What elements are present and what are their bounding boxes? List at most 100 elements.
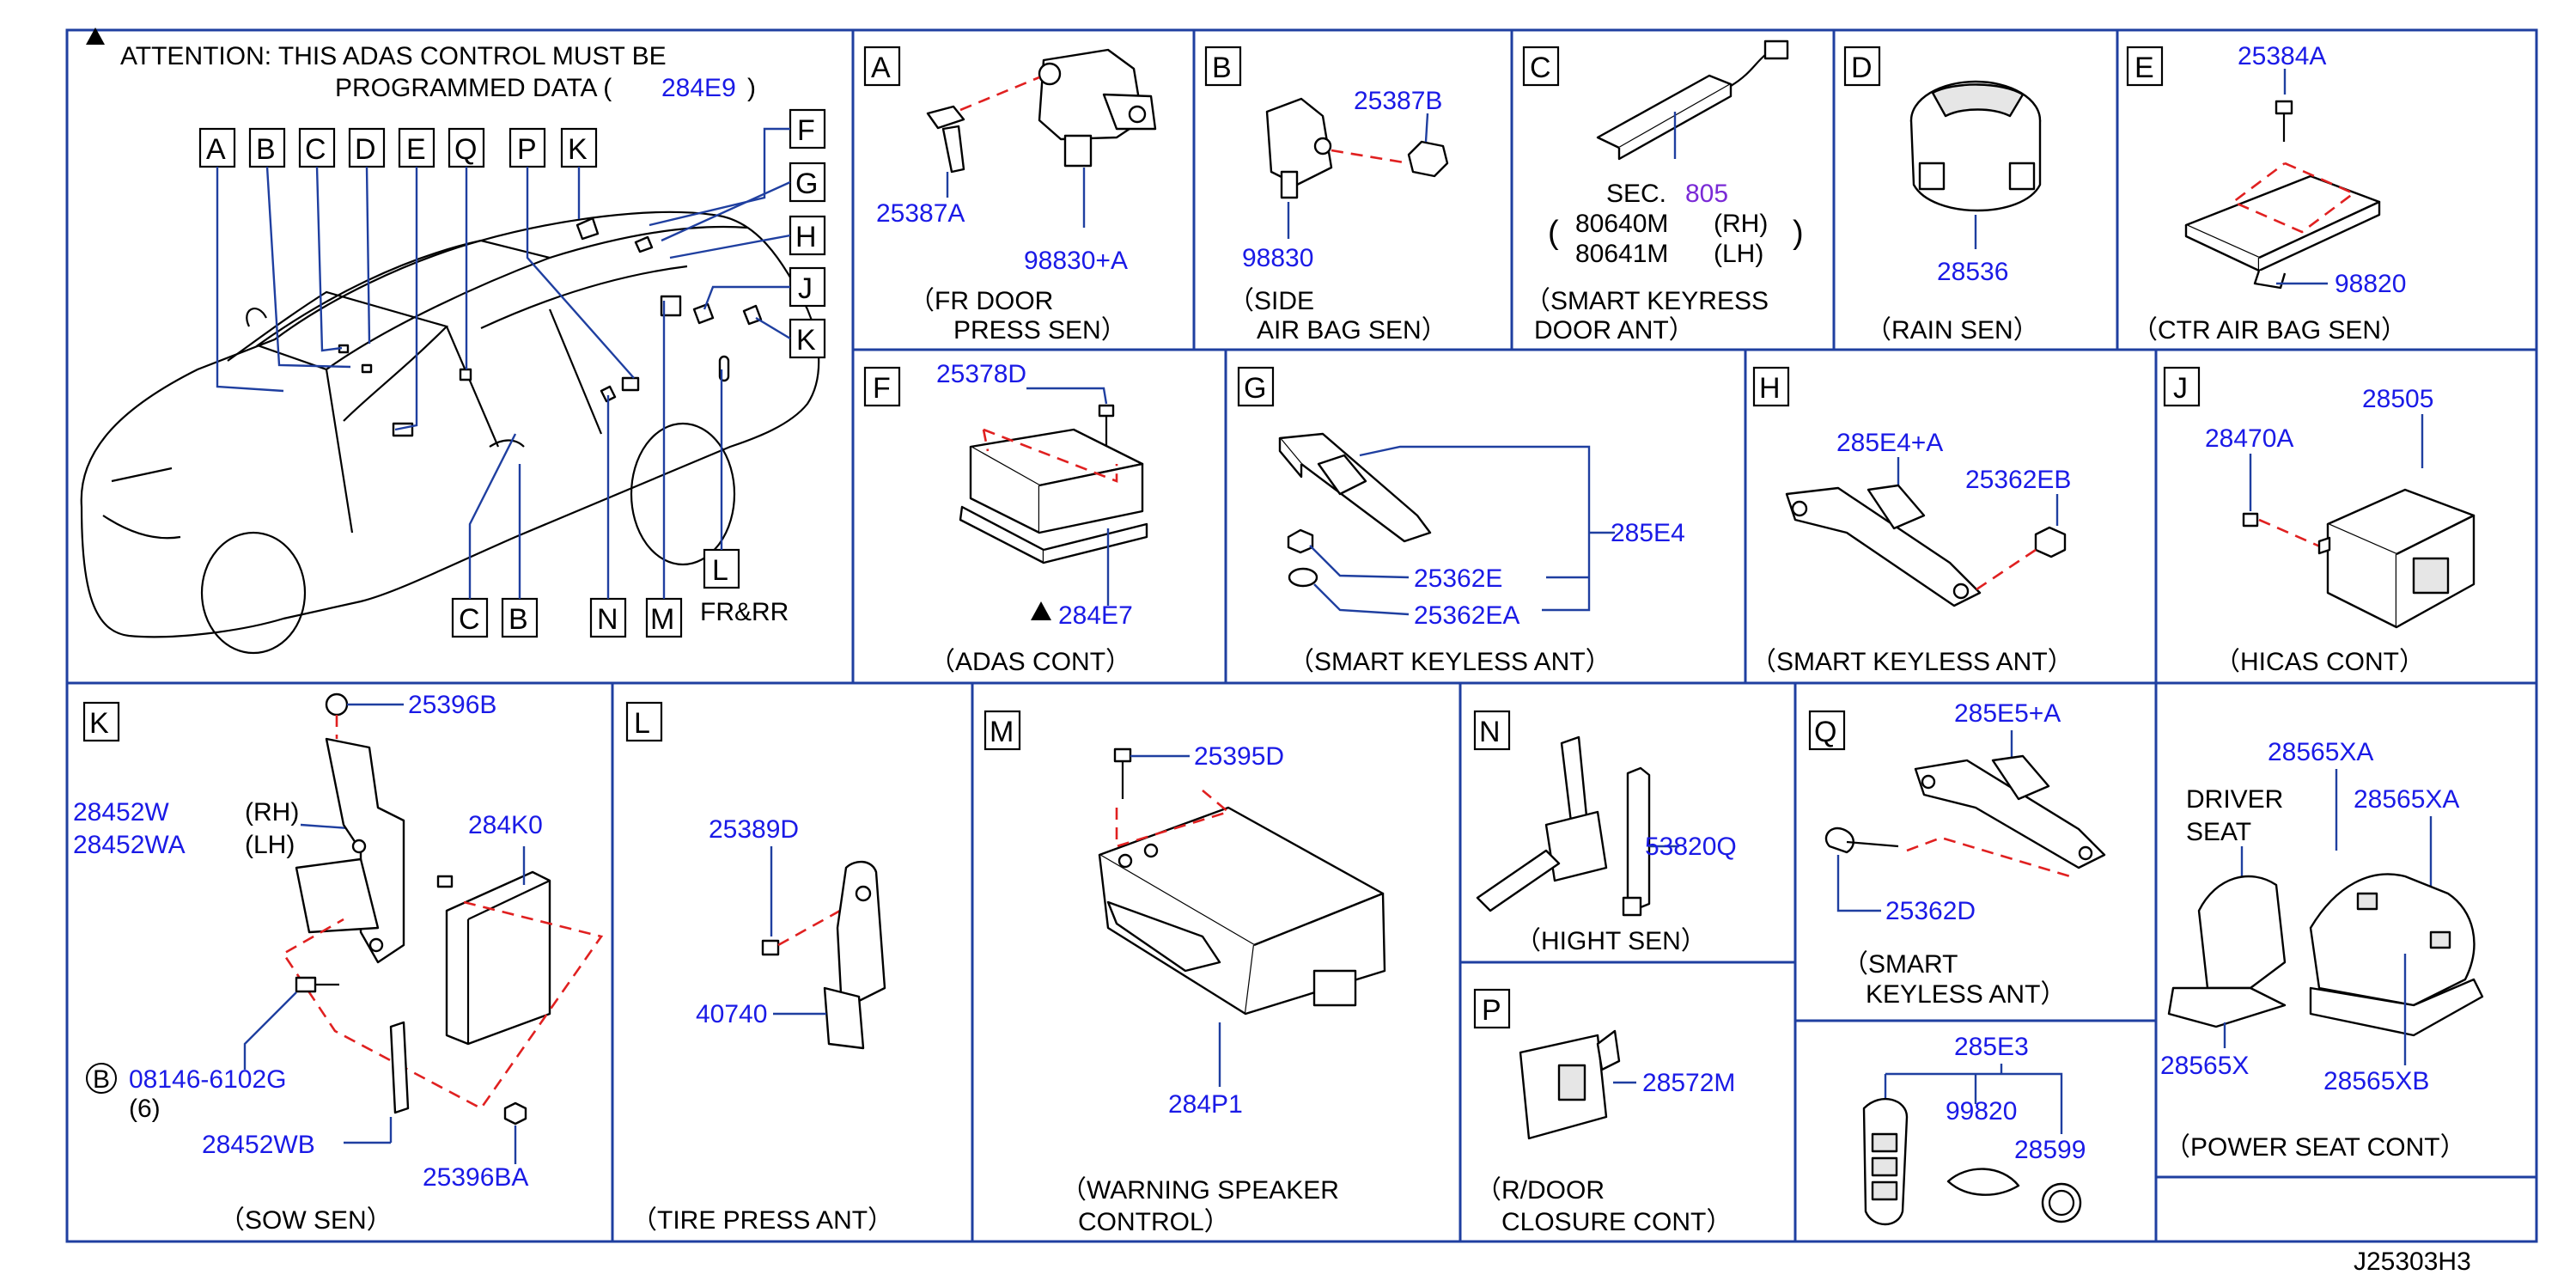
fr-rr-label: FR&RR bbox=[700, 598, 789, 626]
cell-caption: （SMART bbox=[1842, 950, 1958, 979]
callout-letter: H bbox=[795, 221, 817, 253]
cell-caption: （RAIN SEN） bbox=[1866, 316, 2039, 345]
overview-panel: ATTENTION: THIS ADAS CONTROL MUST BE PRO… bbox=[80, 27, 826, 655]
quantity-circle bbox=[86, 1063, 117, 1094]
cell-letter: C bbox=[1530, 52, 1551, 84]
part-number: 25396B bbox=[408, 691, 496, 719]
cell-letter: P bbox=[1482, 994, 1501, 1027]
part-number: 284E7 bbox=[1058, 601, 1133, 630]
callout-letter: N bbox=[597, 603, 618, 636]
part-number: 28565XA bbox=[2268, 738, 2373, 766]
attention-line1: ATTENTION: THIS ADAS CONTROL MUST BE bbox=[120, 42, 667, 70]
part-number: 98830 bbox=[1242, 244, 1313, 272]
cell-m-warning-speaker-control: M 25395D 284P1 （WARNING SPEAKER CONTROL） bbox=[984, 710, 1386, 1236]
callout-letter: B bbox=[509, 603, 528, 636]
cell-letter: K bbox=[89, 707, 109, 740]
callout-letter: L bbox=[712, 554, 728, 587]
section-label: SEC. bbox=[1606, 180, 1666, 208]
cell-caption: （SOW SEN） bbox=[219, 1206, 393, 1235]
part-number: 285E4 bbox=[1611, 519, 1685, 547]
cell-letter: Q bbox=[1814, 716, 1836, 748]
cell-caption: （HIGHT SEN） bbox=[1515, 927, 1707, 955]
cell-caption: （TIRE PRESS ANT） bbox=[631, 1206, 893, 1235]
part-number: 28572M bbox=[1642, 1069, 1735, 1097]
attention-line2: PROGRAMMED DATA ( bbox=[335, 74, 612, 102]
part-number: 28452WA bbox=[73, 831, 186, 859]
cell-letter: L bbox=[634, 707, 650, 740]
part-number: 25384A bbox=[2238, 42, 2326, 70]
cell-letter: H bbox=[1759, 372, 1781, 405]
cell-caption: CLOSURE CONT） bbox=[1501, 1208, 1732, 1236]
part-number: 28565XB bbox=[2323, 1067, 2429, 1095]
callout-letter: J bbox=[798, 272, 813, 305]
cell-letter: G bbox=[1244, 372, 1266, 405]
part-number: 28452WB bbox=[202, 1131, 315, 1159]
cell-caption: （SMART KEYLESS ANT） bbox=[1751, 648, 2074, 676]
callout-letter: K bbox=[796, 324, 816, 357]
cell-l-tire-press-ant: L 25389D 40740 （TIRE PRESS ANT） bbox=[625, 701, 893, 1235]
part-number: 28470A bbox=[2205, 424, 2293, 453]
callout-letter: Q bbox=[454, 133, 477, 166]
callout-letter: K bbox=[568, 133, 588, 166]
part-number: 80641M bbox=[1575, 240, 1668, 268]
part-number: 25378D bbox=[936, 360, 1026, 388]
part-number: 40740 bbox=[696, 1000, 767, 1028]
cell-n-hight-sen: N 53820Q （HIGHT SEN） bbox=[1473, 710, 1737, 955]
part-number: 25389D bbox=[709, 815, 799, 844]
cell-caption: （SIDE bbox=[1228, 287, 1314, 315]
callout-letter: E bbox=[406, 133, 426, 166]
part-number: 285E3 bbox=[1954, 1033, 2029, 1061]
cell-letter: A bbox=[871, 52, 891, 84]
cell-h-smart-keyless-ant: H 285E4+A 25362EB （SMART KEYLESS ANT） bbox=[1751, 366, 2074, 676]
cell-letter: B bbox=[1212, 52, 1232, 84]
part-number: 28565X bbox=[2160, 1052, 2249, 1080]
part-number: 28536 bbox=[1937, 258, 2008, 286]
cell-caption: （WARNING SPEAKER bbox=[1061, 1176, 1339, 1205]
cell-f-adas-cont: F 25378D 284E7 （ADAS CONT） bbox=[863, 360, 1148, 676]
part-number: 80640M bbox=[1575, 210, 1668, 238]
callout-letter: F bbox=[797, 114, 815, 147]
cell-letter: E bbox=[2134, 52, 2154, 84]
cell-caption: KEYLESS ANT） bbox=[1866, 980, 2066, 1009]
cell-letter: M bbox=[990, 716, 1014, 748]
attention-code: 284E9 bbox=[661, 74, 736, 102]
cell-letter: N bbox=[1479, 716, 1501, 748]
part-number: 99820 bbox=[1946, 1097, 2017, 1126]
part-number: 25387A bbox=[876, 199, 965, 228]
cell-k-sow-sen: K 25396B 28452W (RH) 28452WA (LH) 284K0 … bbox=[73, 691, 604, 1235]
part-number: 98820 bbox=[2335, 270, 2406, 298]
warning-triangle-icon bbox=[1031, 601, 1051, 620]
cell-j-hicas-cont: J 28505 28470A （HICAS CONT） bbox=[2163, 366, 2476, 676]
cell-caption: AIR BAG SEN） bbox=[1257, 316, 1447, 345]
cell-letter: D bbox=[1851, 52, 1873, 84]
cell-caption: CONTROL） bbox=[1078, 1208, 1230, 1236]
cell-caption: （SMART KEYLESS ANT） bbox=[1288, 648, 1611, 676]
part-number: 25362EB bbox=[1965, 466, 2071, 494]
part-number: 08146-6102G bbox=[129, 1065, 287, 1094]
callout-letter: G bbox=[795, 168, 818, 200]
part-number: 25362D bbox=[1885, 897, 1976, 925]
part-number: 53820Q bbox=[1645, 833, 1737, 861]
callout-letter: A bbox=[206, 133, 226, 166]
cell-letter: F bbox=[873, 372, 891, 405]
part-number: 284K0 bbox=[468, 811, 543, 839]
part-number: 25362E bbox=[1414, 564, 1502, 593]
callout-letter: B bbox=[256, 133, 276, 166]
seat-label: SEAT bbox=[2186, 818, 2251, 846]
cell-caption: PRESS SEN） bbox=[953, 316, 1127, 345]
part-number: 28599 bbox=[2014, 1136, 2086, 1164]
cell-p-r-door-closure-cont: P 28572M （R/DOOR CLOSURE CONT） bbox=[1473, 988, 1735, 1236]
part-number: 25362EA bbox=[1414, 601, 1519, 630]
cell-q-smart-keyless-ant: Q 285E5+A 25362D （SMART KEYLESS ANT） bbox=[1808, 699, 2106, 1009]
section-number: 805 bbox=[1685, 180, 1728, 208]
cell-caption: （CTR AIR BAG SEN） bbox=[2132, 316, 2407, 345]
part-number: 28565XA bbox=[2354, 785, 2459, 814]
part-quantity: (6) bbox=[129, 1095, 161, 1123]
part-side: (LH) bbox=[1714, 240, 1763, 268]
part-number: 25387B bbox=[1354, 87, 1442, 115]
cell-c-smart-keyress-door-ant: C SEC. 805 ( ) 80640M (RH) 80641M (LH) （… bbox=[1522, 40, 1804, 345]
right-paren: ) bbox=[1793, 215, 1804, 251]
callout-letter: D bbox=[355, 133, 376, 166]
grid-frame bbox=[65, 28, 2538, 1243]
part-side: (LH) bbox=[245, 831, 295, 859]
